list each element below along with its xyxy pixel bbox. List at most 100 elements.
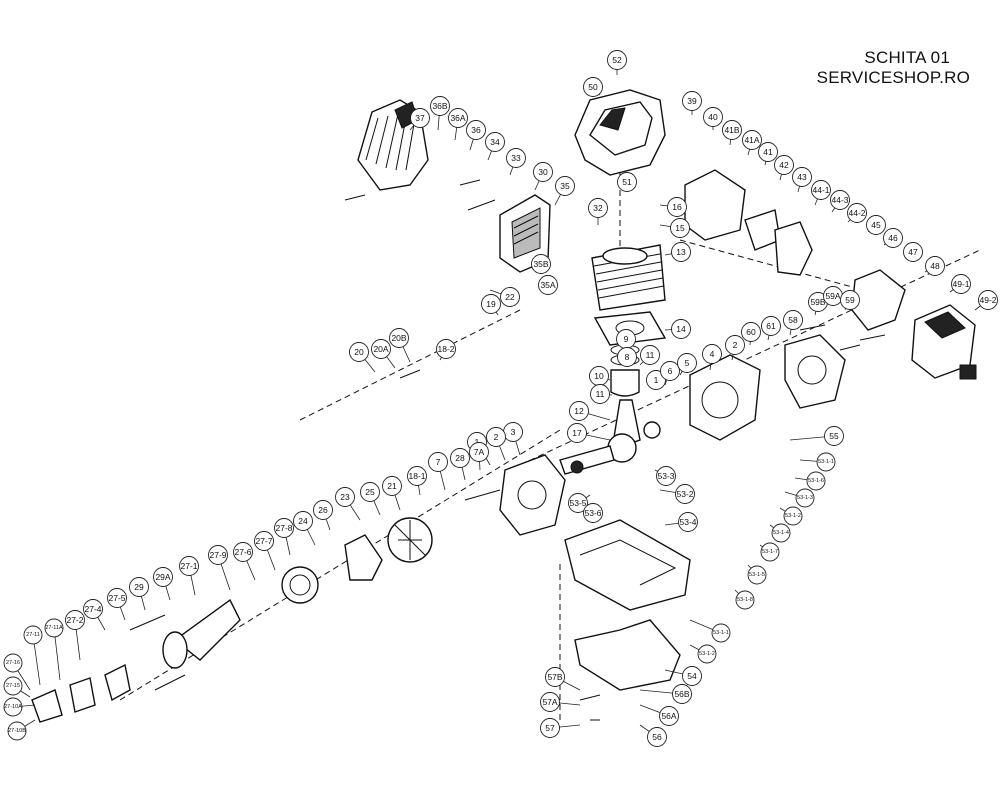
- callout-circle: [660, 361, 680, 381]
- callout-circle: [742, 130, 762, 150]
- callout-circle: [774, 155, 794, 175]
- callout-label: 53-1-2: [785, 513, 801, 519]
- callout-49-2: 49-2: [974, 290, 998, 311]
- callout-label: 45: [871, 220, 881, 230]
- callout-26: 26: [313, 500, 333, 531]
- callout-label: 33: [511, 153, 521, 163]
- callout-11: 11: [590, 384, 613, 404]
- callout-circle: [3, 697, 23, 717]
- callout-label: 21: [387, 481, 397, 491]
- callout-circle: [153, 567, 173, 587]
- callout-circle: [792, 167, 812, 187]
- callout-label: 29A: [155, 572, 170, 582]
- callout-label: 3: [511, 427, 516, 437]
- callout-label: 53-6: [584, 508, 601, 518]
- callout-label: 36A: [450, 113, 465, 123]
- callout-label: 51: [622, 177, 632, 187]
- part-cylinder-13: [591, 244, 666, 311]
- callout-label: 53-3: [657, 471, 674, 481]
- callout-label: 22: [505, 292, 515, 302]
- callout-label: 20: [354, 347, 364, 357]
- callout-label: 9: [624, 334, 629, 344]
- callout-circle: [588, 198, 608, 218]
- callout-53-1-4: 53-1-4: [769, 523, 791, 543]
- callout-label: 23: [340, 492, 350, 502]
- callout-44-1: 44-1: [811, 180, 831, 206]
- callout-36A: 36A: [448, 108, 468, 141]
- callout-36: 36: [466, 120, 486, 151]
- diagram-title: SCHITA 01: [864, 48, 950, 67]
- callout-label: 55: [829, 431, 839, 441]
- callout-label: 27-9: [209, 550, 226, 560]
- callout-12: 12: [569, 401, 611, 421]
- part-air-cover-49: [911, 304, 977, 380]
- callout-circle: [567, 423, 587, 443]
- callout-label: 61: [766, 321, 776, 331]
- callout-circle: [569, 401, 589, 421]
- callout-5: 5: [677, 353, 697, 376]
- part-fuel-tank-53: [564, 519, 691, 611]
- callout-label: 57A: [542, 697, 557, 707]
- callout-circle: [430, 96, 450, 116]
- callout-circle: [646, 370, 666, 390]
- callout-27-5: 27-5: [107, 588, 127, 621]
- part-crankcase-3: [499, 454, 566, 536]
- callout-27-7: 27-7: [254, 531, 276, 571]
- callout-label: 7A: [474, 447, 485, 457]
- callout-label: 57B: [547, 672, 562, 682]
- callout-label: 11: [596, 389, 605, 399]
- callout-circle: [811, 180, 831, 200]
- callout-label: 32: [593, 203, 603, 213]
- callout-circle: [500, 287, 520, 307]
- callout-circle: [481, 294, 501, 314]
- callout-53-1-2: 53-1-2: [689, 644, 717, 664]
- callout-27-11: 27-11: [23, 625, 43, 686]
- callout-27-1: 27-1: [179, 556, 199, 596]
- callout-47: 47: [903, 242, 923, 262]
- callout-label: 13: [676, 247, 686, 257]
- callout-circle: [761, 316, 781, 336]
- callout-label: 44-3: [831, 195, 848, 205]
- callout-circle: [436, 339, 456, 359]
- callout-circle: [208, 545, 228, 565]
- callout-20: 20: [349, 342, 376, 373]
- callout-circle: [607, 50, 627, 70]
- callout-circle: [925, 256, 945, 276]
- callout-1: 1: [646, 370, 666, 391]
- callout-57: 57: [540, 718, 581, 738]
- callout-54: 54: [664, 666, 702, 686]
- callout-label: 25: [365, 487, 375, 497]
- callout-37: 37: [409, 108, 430, 131]
- callout-label: 44-1: [812, 185, 829, 195]
- callout-35: 35: [554, 176, 575, 206]
- callout-22: 22: [489, 287, 520, 307]
- callout-27-10B: 27-10B: [7, 719, 36, 741]
- callout-circle: [506, 148, 526, 168]
- callout-circle: [747, 565, 767, 585]
- callout-34: 34: [485, 132, 505, 161]
- callout-circle: [3, 676, 23, 696]
- callout-circle: [466, 120, 486, 140]
- callout-label: 10: [594, 371, 604, 381]
- callout-label: 2: [733, 340, 738, 350]
- callout-circle: [647, 727, 667, 747]
- callout-label: 16: [672, 202, 682, 212]
- part-number-callouts: 5250394041B41A41424344-144-344-245464748…: [3, 50, 998, 747]
- callout-label: 53-1-1: [713, 630, 729, 636]
- callout-label: 41B: [724, 125, 739, 135]
- part-starter-58: [784, 334, 846, 409]
- callout-circle: [83, 599, 103, 619]
- bolts: [129, 179, 886, 721]
- callout-46: 46: [883, 228, 903, 248]
- callout-53-6: 53-6: [583, 503, 603, 523]
- callout-circle: [538, 275, 558, 295]
- callout-53-1-7: 53-1-7: [759, 542, 780, 562]
- callout-label: 47: [908, 247, 918, 257]
- callout-circle: [702, 344, 722, 364]
- callout-11: 11: [639, 345, 660, 366]
- callout-circle: [349, 342, 369, 362]
- callout-label: 57: [545, 723, 555, 733]
- callout-circle: [741, 322, 761, 342]
- callout-19: 19: [481, 294, 501, 316]
- callout-50: 50: [583, 77, 603, 97]
